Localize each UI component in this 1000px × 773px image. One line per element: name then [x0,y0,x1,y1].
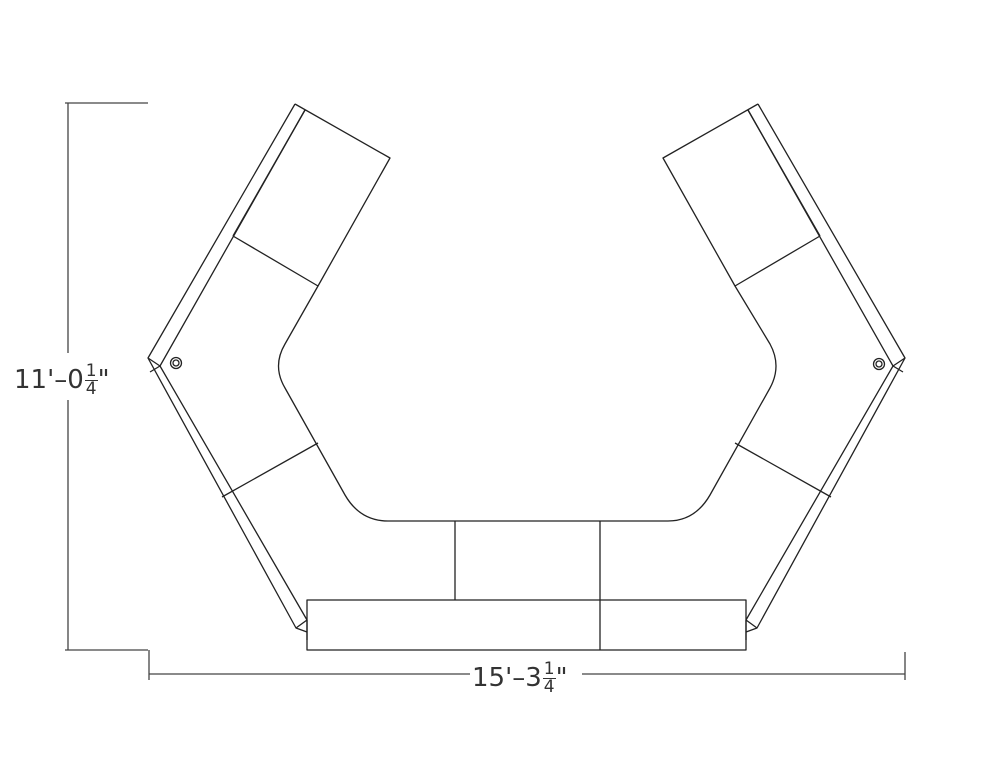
right-wing [662,103,906,640]
width-inch-mark: " [555,663,568,693]
height-feet: 11' [14,365,55,395]
grommet-right-icon [872,357,886,371]
height-inches: 0 [67,365,84,395]
right-wing-inner-edge [745,109,894,621]
front-base-counter [306,599,747,651]
width-feet: 15' [472,663,513,693]
left-lower-divider [221,442,319,498]
left-wing [147,103,391,640]
right-lower-divider [734,442,832,498]
width-sep: – [512,663,526,693]
right-corner-chevron [892,357,906,373]
inner-worksurface-edge [277,285,777,522]
width-inches: 3 [525,663,542,693]
grommet-left-icon [169,356,183,370]
height-sep: – [54,365,68,395]
right-top-panel [662,103,821,287]
left-wing-outer-edge [147,103,308,633]
height-inch-mark: " [97,365,110,395]
left-wing-inner-edge [159,109,308,621]
left-corner-chevron [147,357,161,373]
left-top-panel [232,103,391,287]
right-wing-outer-edge [745,103,906,633]
